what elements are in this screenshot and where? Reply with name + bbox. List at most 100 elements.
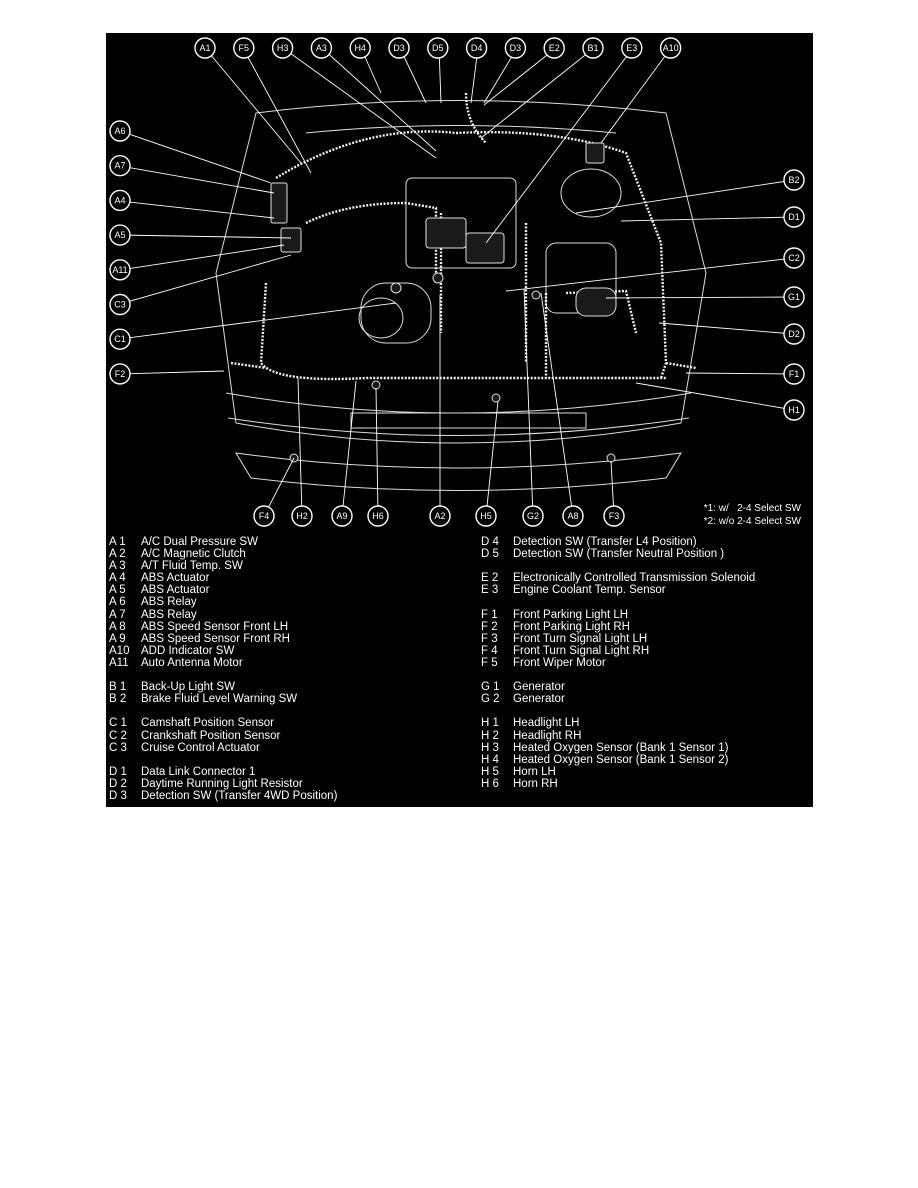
- callout-text: F4: [259, 511, 270, 521]
- legend-code: C 3: [109, 741, 127, 754]
- callout-text: H4: [354, 43, 366, 53]
- legend-label: Headlight RH: [513, 729, 582, 742]
- callout-top: A3: [310, 37, 333, 59]
- legend-label: Horn LH: [513, 765, 556, 778]
- callout-circle: [504, 37, 527, 59]
- legend-code: B 2: [109, 693, 127, 706]
- legend-spacer: [481, 705, 811, 717]
- legend-code: C 1: [109, 717, 127, 730]
- legend-code: A 7: [109, 608, 126, 621]
- callout-bottom: A8: [562, 505, 584, 527]
- callout-top: A1: [194, 37, 216, 59]
- callout-text: H6: [372, 511, 384, 521]
- callout-circle: [109, 259, 131, 281]
- legend-label: ABS Speed Sensor Front LH: [141, 620, 289, 633]
- callout-circle: [621, 37, 643, 59]
- callout-text: F3: [609, 511, 620, 521]
- legend-label: ABS Relay: [141, 596, 197, 609]
- callout-text: A4: [114, 195, 125, 205]
- legend-code: A 9: [109, 632, 126, 645]
- legend-code: E 2: [481, 572, 499, 585]
- callout-text: A5: [114, 230, 125, 240]
- legend-code: F 1: [481, 608, 498, 621]
- callout-text: A10: [663, 43, 679, 53]
- callout-top: D3: [388, 37, 410, 59]
- legend-label: Generator: [513, 681, 565, 694]
- callout-circle: [109, 120, 131, 142]
- legend-label: Back-Up Light SW: [141, 681, 235, 694]
- callout-left: A7: [109, 154, 131, 177]
- callout-circle: [109, 224, 131, 246]
- callout-text: C1: [114, 334, 126, 344]
- legend-code: A11: [109, 656, 129, 669]
- callout-right: C2: [783, 247, 805, 269]
- callout-circle: [109, 154, 131, 177]
- legend-code: D 1: [109, 765, 127, 778]
- callout-bottom: H2: [291, 505, 313, 527]
- legend-label: Daytime Running Light Resistor: [141, 777, 303, 790]
- callout-text: A6: [114, 126, 125, 136]
- legend-label: ABS Actuator: [141, 572, 210, 585]
- callout-circle: [659, 37, 682, 59]
- legend-code: H 1: [481, 717, 499, 730]
- callout-circle: [109, 189, 131, 212]
- callout-text: D2: [788, 329, 800, 339]
- legend-label: Generator: [513, 693, 565, 706]
- callout-circle: [562, 505, 584, 527]
- callout-circle: [429, 505, 451, 527]
- legend-label: Detection SW (Transfer Neutral Position …: [513, 548, 725, 561]
- callout-right: D1: [783, 206, 805, 228]
- legend-label: A/C Dual Pressure SW: [141, 536, 258, 548]
- legend-code: B 1: [109, 681, 127, 694]
- callout-text: H2: [296, 511, 308, 521]
- legend-code: H 2: [481, 729, 499, 742]
- callout-circle: [349, 37, 371, 59]
- legend-label: Engine Coolant Temp. Sensor: [513, 584, 666, 597]
- legend-label: Heated Oxygen Sensor (Bank 1 Sensor 1): [513, 741, 729, 754]
- callout-bottom: H5: [475, 505, 497, 527]
- callout-text: H1: [788, 405, 800, 415]
- callout-circle: [310, 37, 333, 59]
- callout-top: D5: [427, 37, 449, 59]
- legend-spacer: [109, 669, 479, 681]
- callout-circle: [109, 328, 131, 350]
- callout-text: H5: [480, 511, 492, 521]
- callout-circle: [475, 505, 497, 527]
- legend-code: F 5: [481, 656, 498, 669]
- callout-circle: [582, 37, 604, 59]
- callout-bottom: A9: [331, 505, 353, 527]
- legend-code: A 8: [109, 620, 126, 633]
- callout-text: D4: [471, 43, 483, 53]
- callout-circle: [783, 169, 805, 191]
- callout-right: F1: [783, 363, 805, 385]
- callout-circle: [783, 206, 805, 228]
- callout-left: C3: [109, 293, 131, 316]
- leader-lines: [119, 47, 795, 517]
- callout-left: A11: [109, 259, 131, 281]
- legend-label: Heated Oxygen Sensor (Bank 1 Sensor 2): [513, 753, 729, 766]
- callout-top: D3: [504, 37, 527, 59]
- callout-top: E3: [621, 37, 643, 59]
- callout-left: C1: [109, 328, 131, 350]
- callout-circle: [783, 323, 805, 345]
- callout-circle: [194, 37, 216, 59]
- legend-label: Front Turn Signal Light LH: [513, 632, 648, 645]
- legend-label: ABS Relay: [141, 608, 197, 621]
